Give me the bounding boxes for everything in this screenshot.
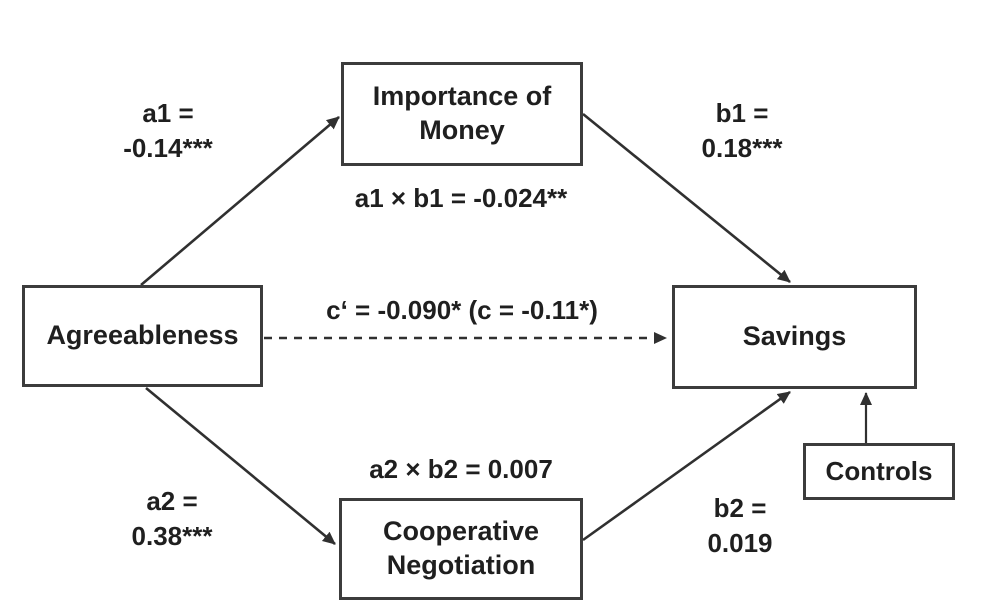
direct-effect-label-c: c‘ = -0.090* (c = -0.11*)	[326, 295, 598, 325]
node-cooperative-negotiation-label: Cooperative Negotiation	[382, 516, 540, 580]
node-agreeableness: Agreeableness	[22, 285, 263, 387]
indirect-effect-label-a2xb2: a2 × b2 = 0.007	[369, 454, 553, 484]
node-controls-label: Controls	[825, 456, 933, 487]
node-savings: Savings	[672, 285, 917, 389]
node-cooperative-negotiation: Cooperative Negotiation	[339, 498, 583, 600]
indirect-effect-label-a1xb1: a1 × b1 = -0.024**	[354, 183, 568, 213]
coefficient-label-b2: b2 = 0.019	[707, 493, 773, 559]
a1-path-arrow	[140, 116, 340, 286]
node-importance-of-money-label: Importance of Money	[372, 81, 552, 145]
a2-path-arrow	[145, 386, 336, 546]
b2-path-arrow	[582, 390, 791, 542]
node-importance-of-money: Importance of Money	[341, 62, 583, 166]
b1-path-arrow	[582, 112, 791, 284]
coefficient-label-a2: a2 = 0.38***	[131, 486, 213, 552]
node-savings-label: Savings	[742, 321, 847, 352]
coefficient-label-a1: a1 = -0.14***	[123, 98, 213, 164]
coefficient-label-b1: b1 = 0.18***	[701, 98, 783, 164]
node-controls: Controls	[803, 443, 955, 500]
node-agreeableness-label: Agreeableness	[46, 320, 239, 351]
